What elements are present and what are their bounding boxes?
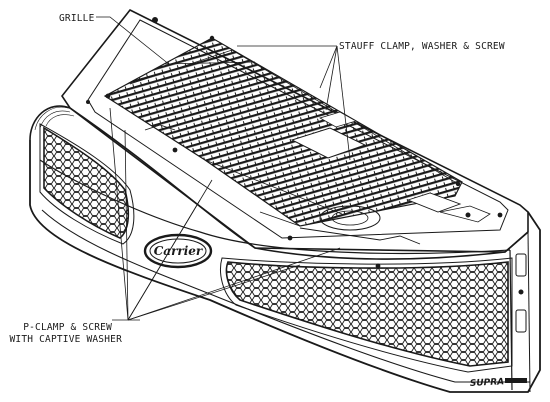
- mounting-bolts: [86, 17, 503, 269]
- model-wordmark: SUPRA: [470, 377, 505, 389]
- corner-shading: [34, 106, 75, 131]
- p-clamp-callout-line2: WITH CAPTIVE WASHER: [10, 334, 123, 345]
- grille-callout: GRILLE: [59, 13, 95, 24]
- left-hex-grille: [39, 123, 135, 245]
- leader-lines: [96, 16, 351, 321]
- end-panel-vents: [515, 253, 527, 333]
- internal-components: [144, 124, 491, 245]
- right-hex-grille: [220, 257, 513, 373]
- top-grille: [103, 37, 463, 227]
- stauff-clamp-callout: STAUFF CLAMP, WASHER & SCREW: [339, 41, 505, 52]
- p-clamp-callout-line1: P-CLAMP & SCREW: [23, 322, 112, 333]
- brand-wordmark: Carrier: [154, 244, 204, 258]
- model-badge: SUPRA: [470, 377, 527, 389]
- carrier-logo: Carrier: [143, 233, 213, 269]
